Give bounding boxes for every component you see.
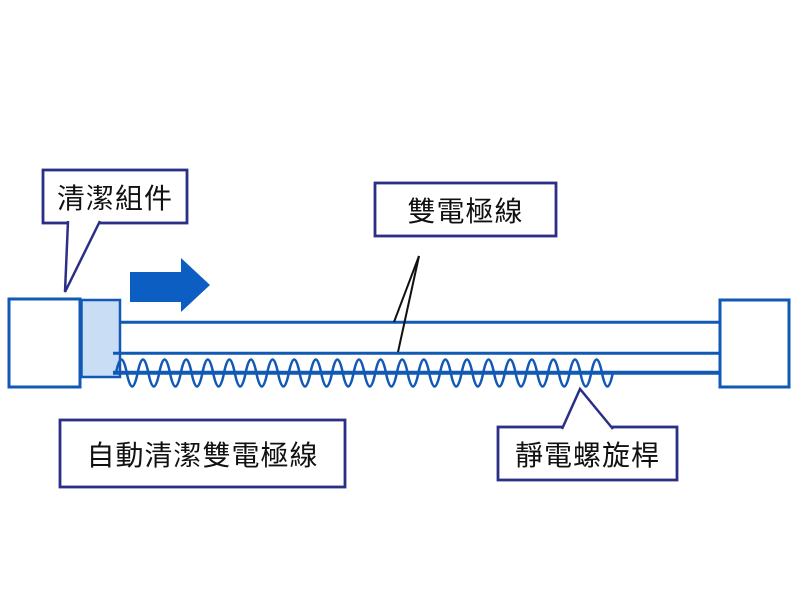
spiral-wave xyxy=(114,358,615,388)
auto-cleaning-dual-electrode-wire-label: 自動清潔雙電極線 xyxy=(86,439,319,471)
leader-line-top-wire xyxy=(393,255,420,323)
cleaning-assembly-label: 清潔組件 xyxy=(56,182,173,214)
direction-arrow-icon xyxy=(130,258,210,312)
cleaner-pad xyxy=(80,298,122,379)
dual-electrode-wire-label: 雙電極線 xyxy=(407,195,524,227)
left-end-block xyxy=(7,297,82,389)
cleaning-assembly-callout-tail xyxy=(63,220,102,293)
leader-line-bottom-wire xyxy=(397,255,420,353)
electrostatic-spiral-rod-label: 靜電螺旋桿 xyxy=(514,439,660,471)
spiral-rod-callout-tail xyxy=(560,386,614,430)
right-end-block xyxy=(718,298,791,389)
